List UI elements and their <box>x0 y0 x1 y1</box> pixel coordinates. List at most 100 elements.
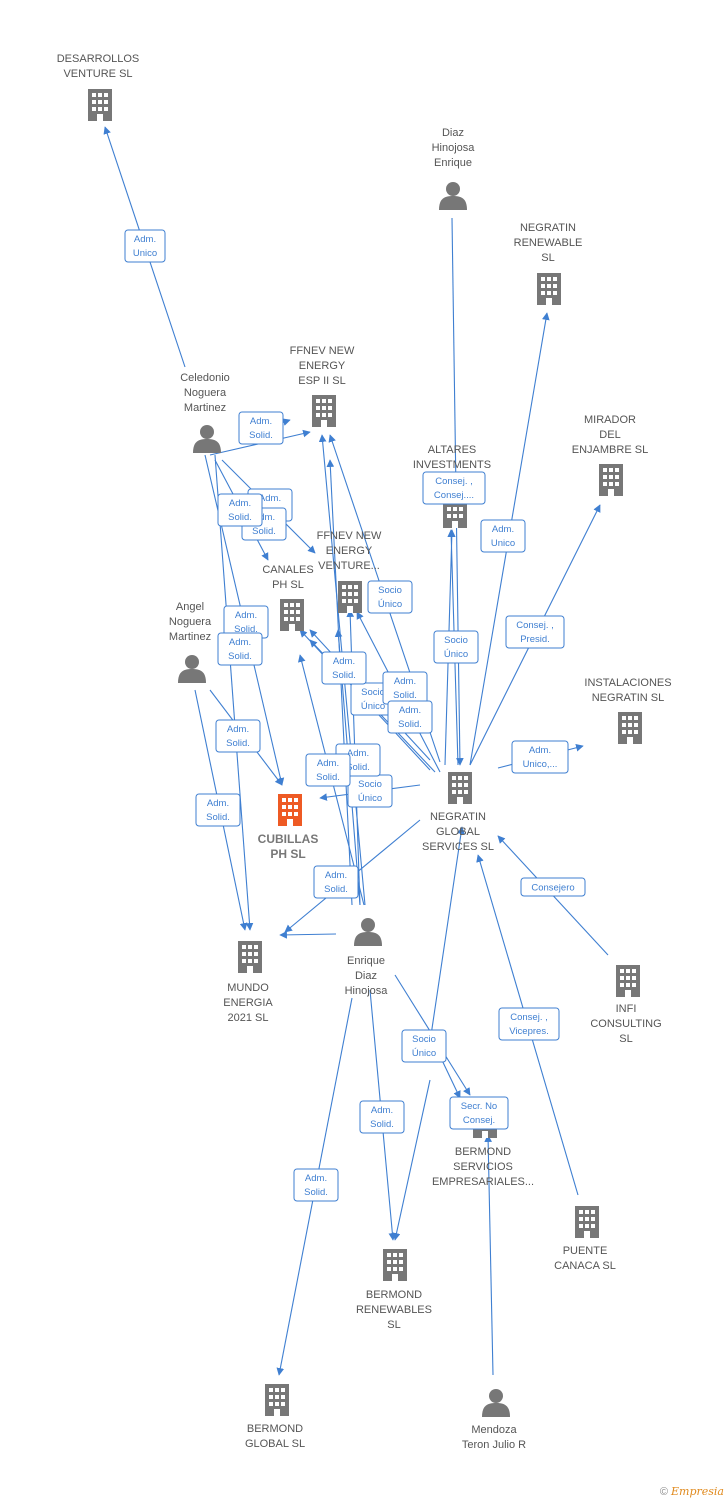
edge-label-text: Adm. <box>529 745 551 756</box>
edge-label[interactable]: Consej. ,Vicepres. <box>498 1007 560 1041</box>
node-label: FFNEV NEW <box>290 345 355 357</box>
node-label: SERVICES SL <box>422 841 494 853</box>
edge-label[interactable]: Consej. ,Presid. <box>505 615 565 649</box>
node-label: SL <box>541 252 554 264</box>
edge-label[interactable]: Adm.Solid. <box>223 605 269 639</box>
node-label: Angel <box>176 601 204 613</box>
node-label: Martinez <box>184 402 226 414</box>
building-icon <box>599 464 623 496</box>
node-label: ENERGIA <box>223 997 273 1009</box>
person-icon <box>193 425 221 453</box>
edge-label-text: Consej.... <box>434 490 474 501</box>
building-icon <box>280 599 304 631</box>
edge-label-text: Adm. <box>394 676 416 687</box>
edge-label-text: Unico,... <box>523 759 558 770</box>
building-icon <box>616 965 640 997</box>
node-label: CANACA SL <box>554 1260 616 1272</box>
person-icon <box>482 1389 510 1417</box>
edge-label-text: Consej. , <box>435 476 473 487</box>
edge-label-text: Solid. <box>324 884 348 895</box>
node-label: ESP II SL <box>298 375 346 387</box>
edge-label-text: Adm. <box>492 524 514 535</box>
node-label: RENEWABLES <box>356 1304 432 1316</box>
edge-label-text: Único <box>358 793 382 804</box>
edge-label-text: Socio <box>361 687 385 698</box>
edge-label[interactable]: Adm.Solid. <box>382 671 428 705</box>
edge-label[interactable]: Adm.Solid. <box>238 411 284 445</box>
edge-label[interactable]: Adm. Solid. <box>321 651 367 685</box>
building-icon <box>575 1206 599 1238</box>
edge-line-extra <box>392 1079 431 1241</box>
edge-label-text: Adm. <box>229 637 251 648</box>
edge-label-text: Adm. <box>227 724 249 735</box>
building-icon <box>338 581 362 613</box>
edge-label-text: Adm. <box>333 656 355 667</box>
edge-label[interactable]: Adm.Solid. <box>293 1168 339 1202</box>
edge-label[interactable]: Adm.Solid. <box>217 493 263 527</box>
node-label: NEGRATIN SL <box>592 692 665 704</box>
edge-label[interactable]: Consej. , Consej.... <box>422 471 486 505</box>
node-bermond_serv[interactable]: BERMONDSERVICIOSEMPRESARIALES... <box>432 1106 534 1188</box>
node-label: FFNEV NEW <box>317 530 382 542</box>
node-label: Noguera <box>169 616 212 628</box>
edge-label-text: Consej. , <box>510 1012 548 1023</box>
node-label: Teron Julio R <box>462 1439 526 1451</box>
edge-label[interactable]: Adm.Solid. <box>195 793 241 827</box>
edge-line-extra <box>279 931 337 939</box>
node-label: GLOBAL SL <box>245 1438 305 1450</box>
node-label: GLOBAL <box>436 826 480 838</box>
edge-label[interactable]: Adm. Unico,... <box>511 740 569 774</box>
node-label: SERVICIOS <box>453 1161 513 1173</box>
edge-label-text: Socio <box>358 779 382 790</box>
node-label: MIRADOR <box>584 414 636 426</box>
node-label: ENERGY <box>326 545 373 557</box>
edge-label[interactable]: Adm. Solid. <box>217 632 263 666</box>
edge-label[interactable]: Adm.Solid. <box>313 865 359 899</box>
edge-label[interactable]: Adm.Solid. <box>215 719 261 753</box>
edge-label[interactable]: Adm. Unico <box>480 519 526 553</box>
edge-label[interactable]: Adm.Solid. <box>305 753 351 787</box>
edge-label[interactable]: Adm.Solid. <box>359 1100 405 1134</box>
edge-label-text: Consejero <box>531 883 574 894</box>
edge-label[interactable]: Adm.Solid. <box>387 700 433 734</box>
edge-label[interactable]: Consejero <box>520 877 586 897</box>
node-label: PH SL <box>272 579 304 591</box>
node-label: SL <box>387 1319 400 1331</box>
brand-name: Empresia <box>671 1485 724 1498</box>
edge-label[interactable]: Adm.Unico <box>124 229 166 263</box>
edge-label-text: Presid. <box>520 634 550 645</box>
edge-line <box>429 826 465 1043</box>
node-ffnev_venture[interactable]: FFNEV NEWENERGYVENTURE... <box>317 530 382 613</box>
building-icon <box>238 941 262 973</box>
edge-label-text: Solid. <box>332 670 356 681</box>
edge-label-text: Solid. <box>228 651 252 662</box>
edge-label-text: Unico <box>491 538 515 549</box>
edge-label-text: Adm. <box>235 610 257 621</box>
building-icon <box>618 712 642 744</box>
